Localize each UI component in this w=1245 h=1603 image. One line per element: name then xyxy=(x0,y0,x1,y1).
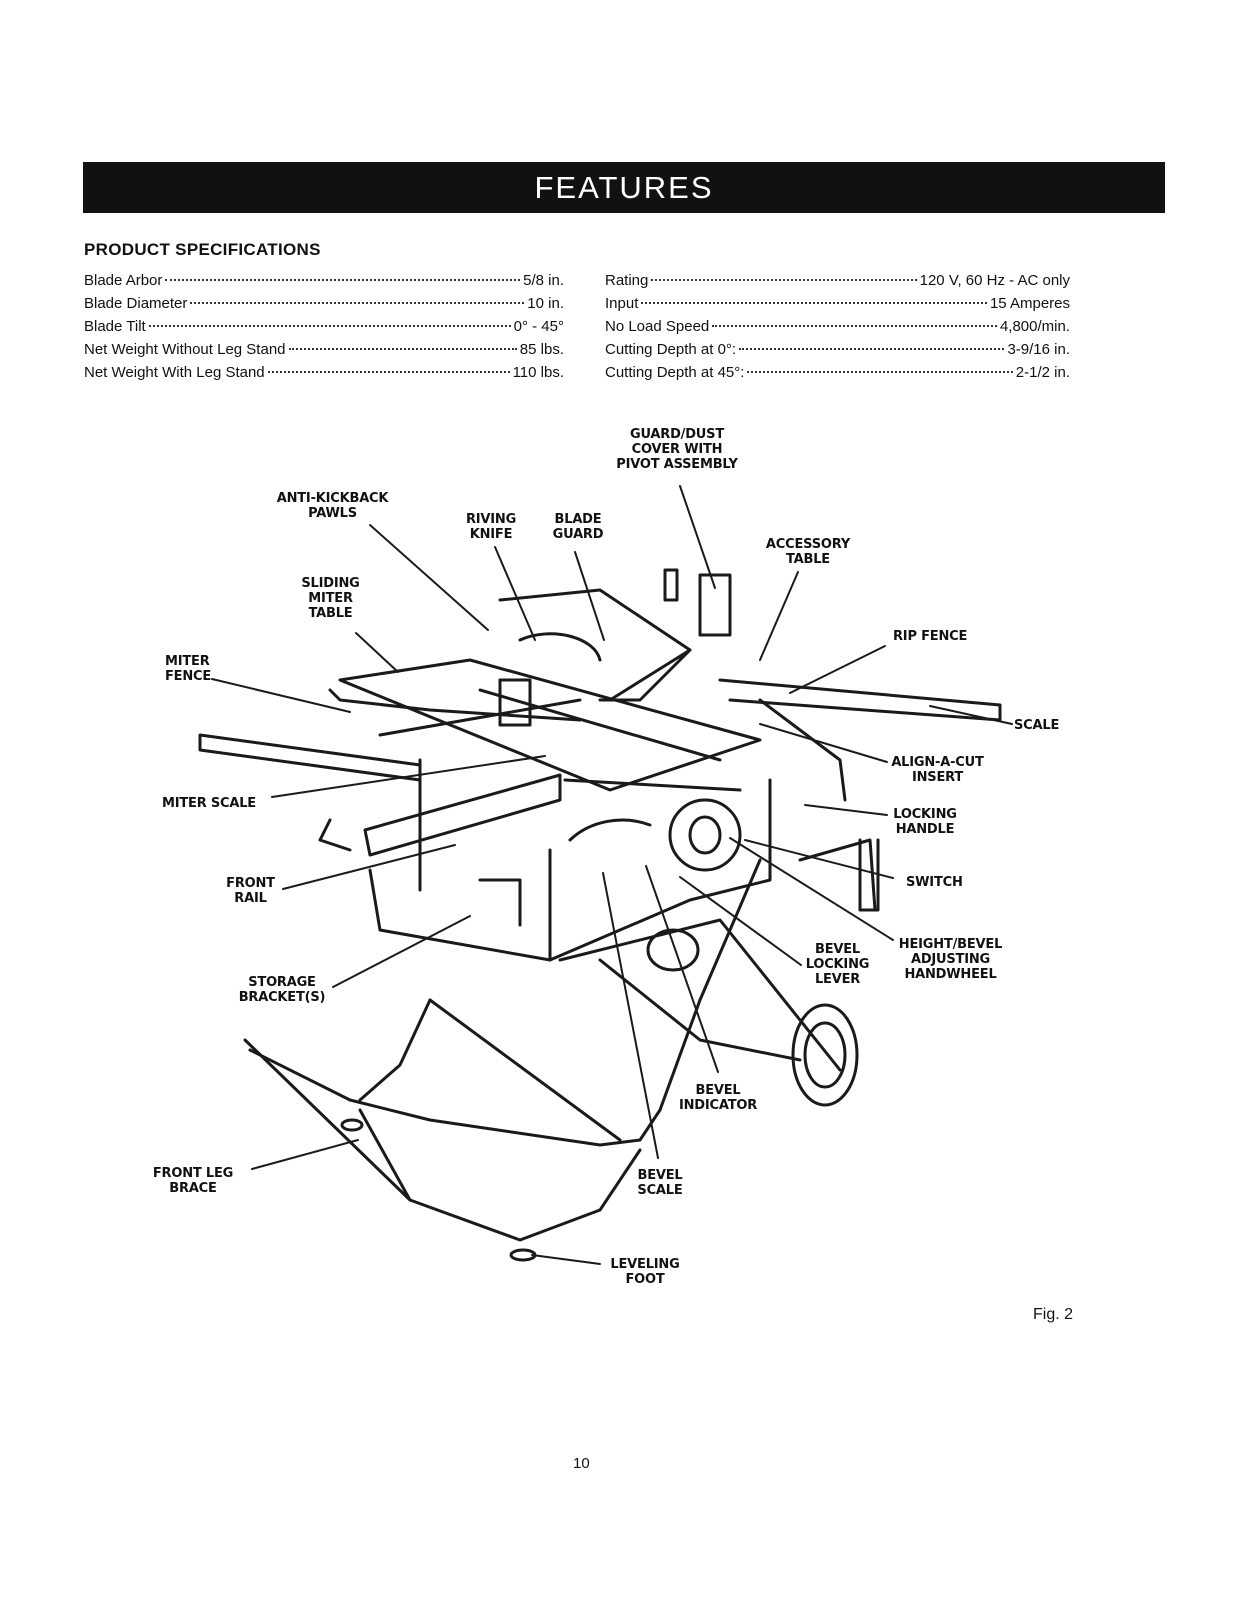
callout-leveling-foot: LEVELING FOOT xyxy=(610,1257,680,1287)
spec-value: 85 lbs. xyxy=(519,341,564,358)
spec-row: Rating 120 V, 60 Hz - AC only xyxy=(605,269,1070,292)
callout-sliding-miter-table: SLIDING MITER TABLE xyxy=(301,576,360,621)
specs-right-column: Rating 120 V, 60 Hz - AC only Input 15 Amp… xyxy=(605,269,1070,384)
callout-rip-fence: RIP FENCE xyxy=(893,629,968,644)
spec-label: Rating xyxy=(605,272,649,289)
spec-label: Blade Tilt xyxy=(84,318,146,335)
spec-label: No Load Speed xyxy=(605,318,710,335)
callout-height-bevel-handwheel: HEIGHT/BEVEL ADJUSTING HANDWHEEL xyxy=(898,937,1003,982)
spec-value: 2-1/2 in. xyxy=(1015,364,1070,381)
callout-storage-brackets: STORAGE BRACKET(S) xyxy=(238,975,326,1005)
callout-blade-guard: BLADE GUARD xyxy=(552,512,604,542)
spec-row: Blade Arbor 5/8 in. xyxy=(84,269,564,292)
spec-label: Net Weight With Leg Stand xyxy=(84,364,265,381)
dot-leader xyxy=(165,279,521,281)
spec-row: Cutting Depth at 45°: 2-1/2 in. xyxy=(605,361,1070,384)
dot-leader xyxy=(651,279,917,281)
spec-label: Net Weight Without Leg Stand xyxy=(84,341,286,358)
spec-value: 10 in. xyxy=(527,295,564,312)
callout-accessory-table: ACCESSORY TABLE xyxy=(765,537,851,567)
spec-label: Cutting Depth at 45°: xyxy=(605,364,745,381)
dot-leader xyxy=(267,371,510,373)
spec-value: 120 V, 60 Hz - AC only xyxy=(919,272,1070,289)
callout-bevel-scale: BEVEL SCALE xyxy=(637,1168,683,1198)
spec-value: 110 lbs. xyxy=(512,364,564,381)
features-title: FEATURES xyxy=(534,169,714,205)
spec-row: Blade Diameter 10 in. xyxy=(84,292,564,315)
dot-leader xyxy=(739,348,1005,350)
figure-label: Fig. 2 xyxy=(1033,1306,1074,1323)
spec-row: Blade Tilt 0° - 45° xyxy=(84,315,564,338)
spec-label: Input xyxy=(605,295,639,312)
spec-value: 15 Amperes xyxy=(989,295,1070,312)
callout-switch: SWITCH xyxy=(906,875,963,890)
dot-leader xyxy=(712,325,997,327)
spec-value: 5/8 in. xyxy=(523,272,564,289)
spec-value: 3-9/16 in. xyxy=(1007,341,1070,358)
callout-front-leg-brace: FRONT LEG BRACE xyxy=(152,1166,234,1196)
callout-miter-fence: MITER FENCE xyxy=(165,654,212,684)
callout-bevel-locking-lever: BEVEL LOCKING LEVER xyxy=(805,942,870,987)
callout-scale: SCALE xyxy=(1014,718,1060,733)
callout-guard-dust-cover: GUARD/DUST COVER WITH PIVOT ASSEMBLY xyxy=(616,427,738,472)
dot-leader xyxy=(148,325,511,327)
dot-leader xyxy=(288,348,517,350)
dot-leader xyxy=(641,302,987,304)
spec-value: 4,800/min. xyxy=(999,318,1070,335)
callout-bevel-indicator: BEVEL INDICATOR xyxy=(678,1083,758,1113)
spec-value: 0° - 45° xyxy=(513,318,564,335)
dot-leader xyxy=(190,302,525,304)
spec-row: No Load Speed 4,800/min. xyxy=(605,315,1070,338)
dot-leader xyxy=(747,371,1013,373)
spec-label: Blade Diameter xyxy=(84,295,188,312)
callout-anti-kickback-pawls: ANTI-KICKBACK PAWLS xyxy=(276,491,389,521)
callout-riving-knife: RIVING KNIFE xyxy=(465,512,517,542)
product-specifications-heading: PRODUCT SPECIFICATIONS xyxy=(84,240,321,259)
spec-row: Cutting Depth at 0°: 3-9/16 in. xyxy=(605,338,1070,361)
spec-row: Input 15 Amperes xyxy=(605,292,1070,315)
callout-miter-scale: MITER SCALE xyxy=(162,796,256,811)
spec-label: Cutting Depth at 0°: xyxy=(605,341,737,358)
page-number: 10 xyxy=(573,1455,590,1472)
features-header: FEATURES xyxy=(83,162,1165,213)
callout-locking-handle: LOCKING HANDLE xyxy=(893,807,957,837)
spec-label: Blade Arbor xyxy=(84,272,163,289)
spec-row: Net Weight Without Leg Stand 85 lbs. xyxy=(84,338,564,361)
spec-row: Net Weight With Leg Stand 110 lbs. xyxy=(84,361,564,384)
callout-front-rail: FRONT RAIL xyxy=(226,876,275,906)
callout-align-a-cut-insert: ALIGN-A-CUT INSERT xyxy=(891,755,984,785)
